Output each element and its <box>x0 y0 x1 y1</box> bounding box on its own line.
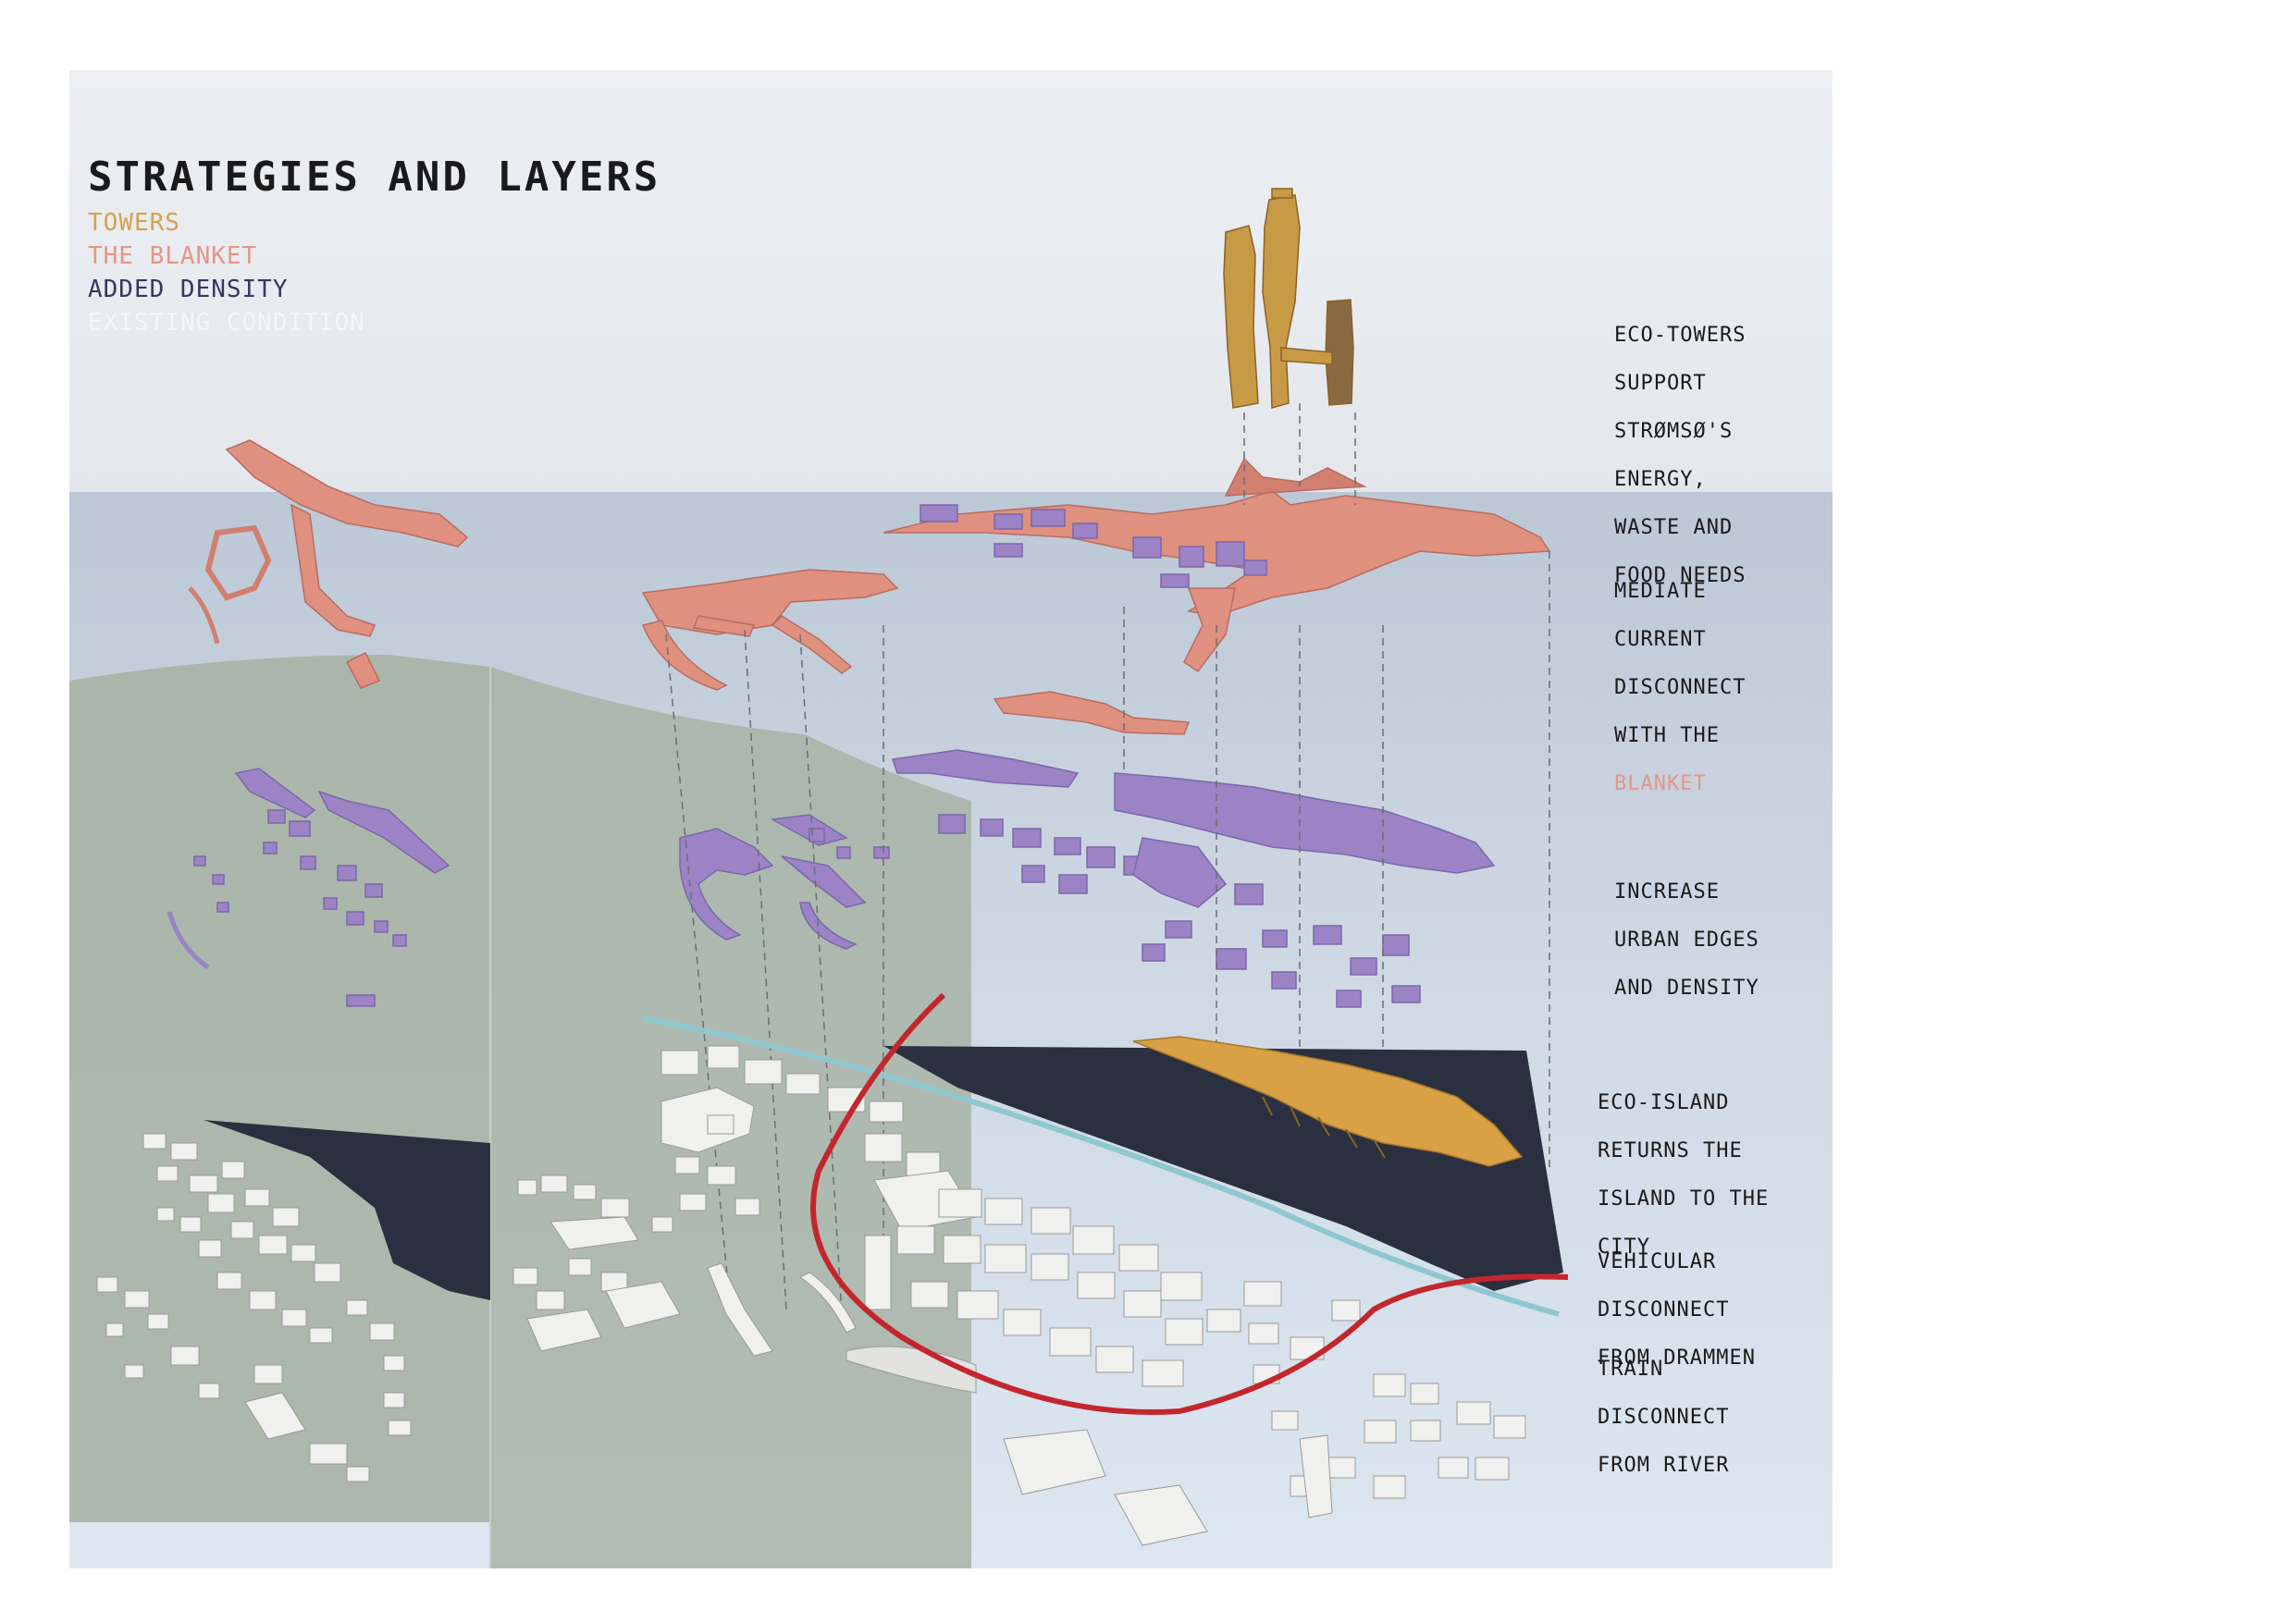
main-blanket-density <box>920 504 1267 588</box>
note-density: INCREASE URBAN EDGES AND DENSITY <box>1614 880 1759 1000</box>
left-blanket-layer <box>188 439 469 689</box>
note-train: TRAIN DISCONNECT FROM RIVER <box>1598 1358 1730 1477</box>
center-density-layer <box>679 814 890 950</box>
road-line <box>810 992 1569 1415</box>
left-density-layer <box>167 768 451 1007</box>
legend-blanket: THE BLANKET <box>88 242 258 270</box>
center-existing-buildings <box>512 1045 977 1394</box>
legend-density: ADDED DENSITY <box>88 276 289 303</box>
note-blanket-highlight: BLANKET <box>1614 772 1707 795</box>
train-line <box>642 1015 1560 1317</box>
eco-towers <box>1223 188 1354 409</box>
legend-existing: EXISTING CONDITION <box>88 309 365 337</box>
sky-background <box>69 70 1833 496</box>
note-island: ECO-ISLAND RETURNS THE ISLAND TO THE CIT… <box>1598 1091 1770 1259</box>
context-volume-left <box>69 655 490 1522</box>
diagram-panel: STRATEGIES AND LAYERS TOWERS THE BLANKET… <box>69 70 1833 1568</box>
note-vehicular: VEHICULAR DISCONNECT FROM DRAMMEN <box>1598 1250 1756 1370</box>
main-density-layer <box>892 749 1496 1100</box>
left-existing-layer <box>96 1120 490 1482</box>
legend-towers: TOWERS <box>88 209 180 237</box>
note-towers: ECO-TOWERS SUPPORT STRØMSØ'S ENERGY, WAS… <box>1614 324 1747 587</box>
center-blanket-layer <box>641 569 899 691</box>
note-blanket: MEDIATE CURRENT DISCONNECT WITH THE BLAN… <box>1614 556 1827 820</box>
eco-island-layer <box>883 1036 1563 1291</box>
page-title: STRATEGIES AND LAYERS <box>88 154 661 201</box>
right-existing-buildings <box>864 1133 1526 1546</box>
left-river <box>204 1120 490 1300</box>
layered-axonometric-diagram <box>69 70 1833 1568</box>
